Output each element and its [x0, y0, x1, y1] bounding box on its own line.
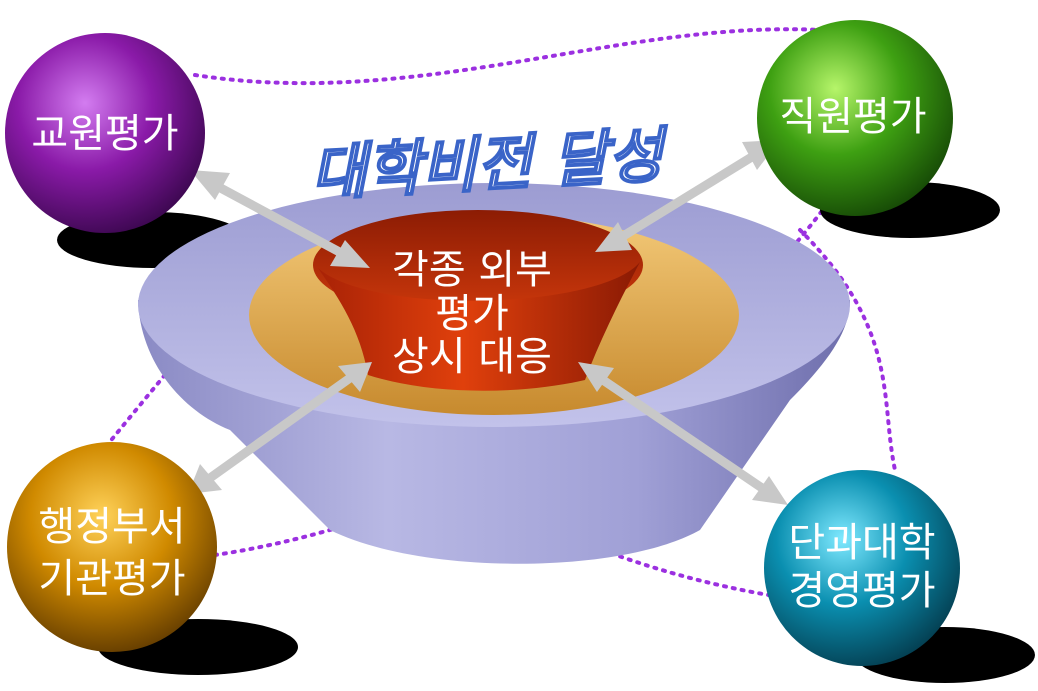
node-college-label-1: 단과대학	[788, 520, 935, 566]
link-staff-college	[798, 228, 897, 472]
sphere-faculty	[5, 33, 205, 233]
node-admin-label-2: 기관평가	[38, 556, 185, 602]
center-line-1: 각종 외부	[392, 247, 552, 293]
node-faculty-label: 교원평가	[31, 111, 178, 157]
node-admin-label-1: 행정부서	[38, 504, 185, 550]
diagram-title: 대학비전 달성	[309, 121, 671, 210]
node-admin: 행정부서 기관평가	[7, 442, 217, 652]
link-faculty-staff	[193, 27, 822, 86]
sphere-admin	[7, 442, 217, 652]
sphere-staff	[757, 20, 953, 216]
arrow-faculty	[190, 170, 370, 268]
node-staff: 직원평가	[757, 20, 953, 216]
node-staff-label: 직원평가	[779, 94, 926, 140]
center-label: 각종 외부 평가 상시 대응	[392, 247, 552, 380]
arrow-college	[578, 362, 788, 505]
node-college-label-2: 경영평가	[788, 568, 935, 614]
center-line-3: 상시 대응	[392, 334, 552, 380]
node-faculty: 교원평가	[5, 33, 205, 233]
node-college: 단과대학 경영평가	[764, 470, 960, 666]
center-line-2: 평가	[435, 291, 509, 337]
sphere-college	[764, 470, 960, 666]
inner-core-side	[318, 262, 640, 391]
central-bowl	[138, 183, 850, 564]
inner-core-top	[313, 210, 643, 320]
